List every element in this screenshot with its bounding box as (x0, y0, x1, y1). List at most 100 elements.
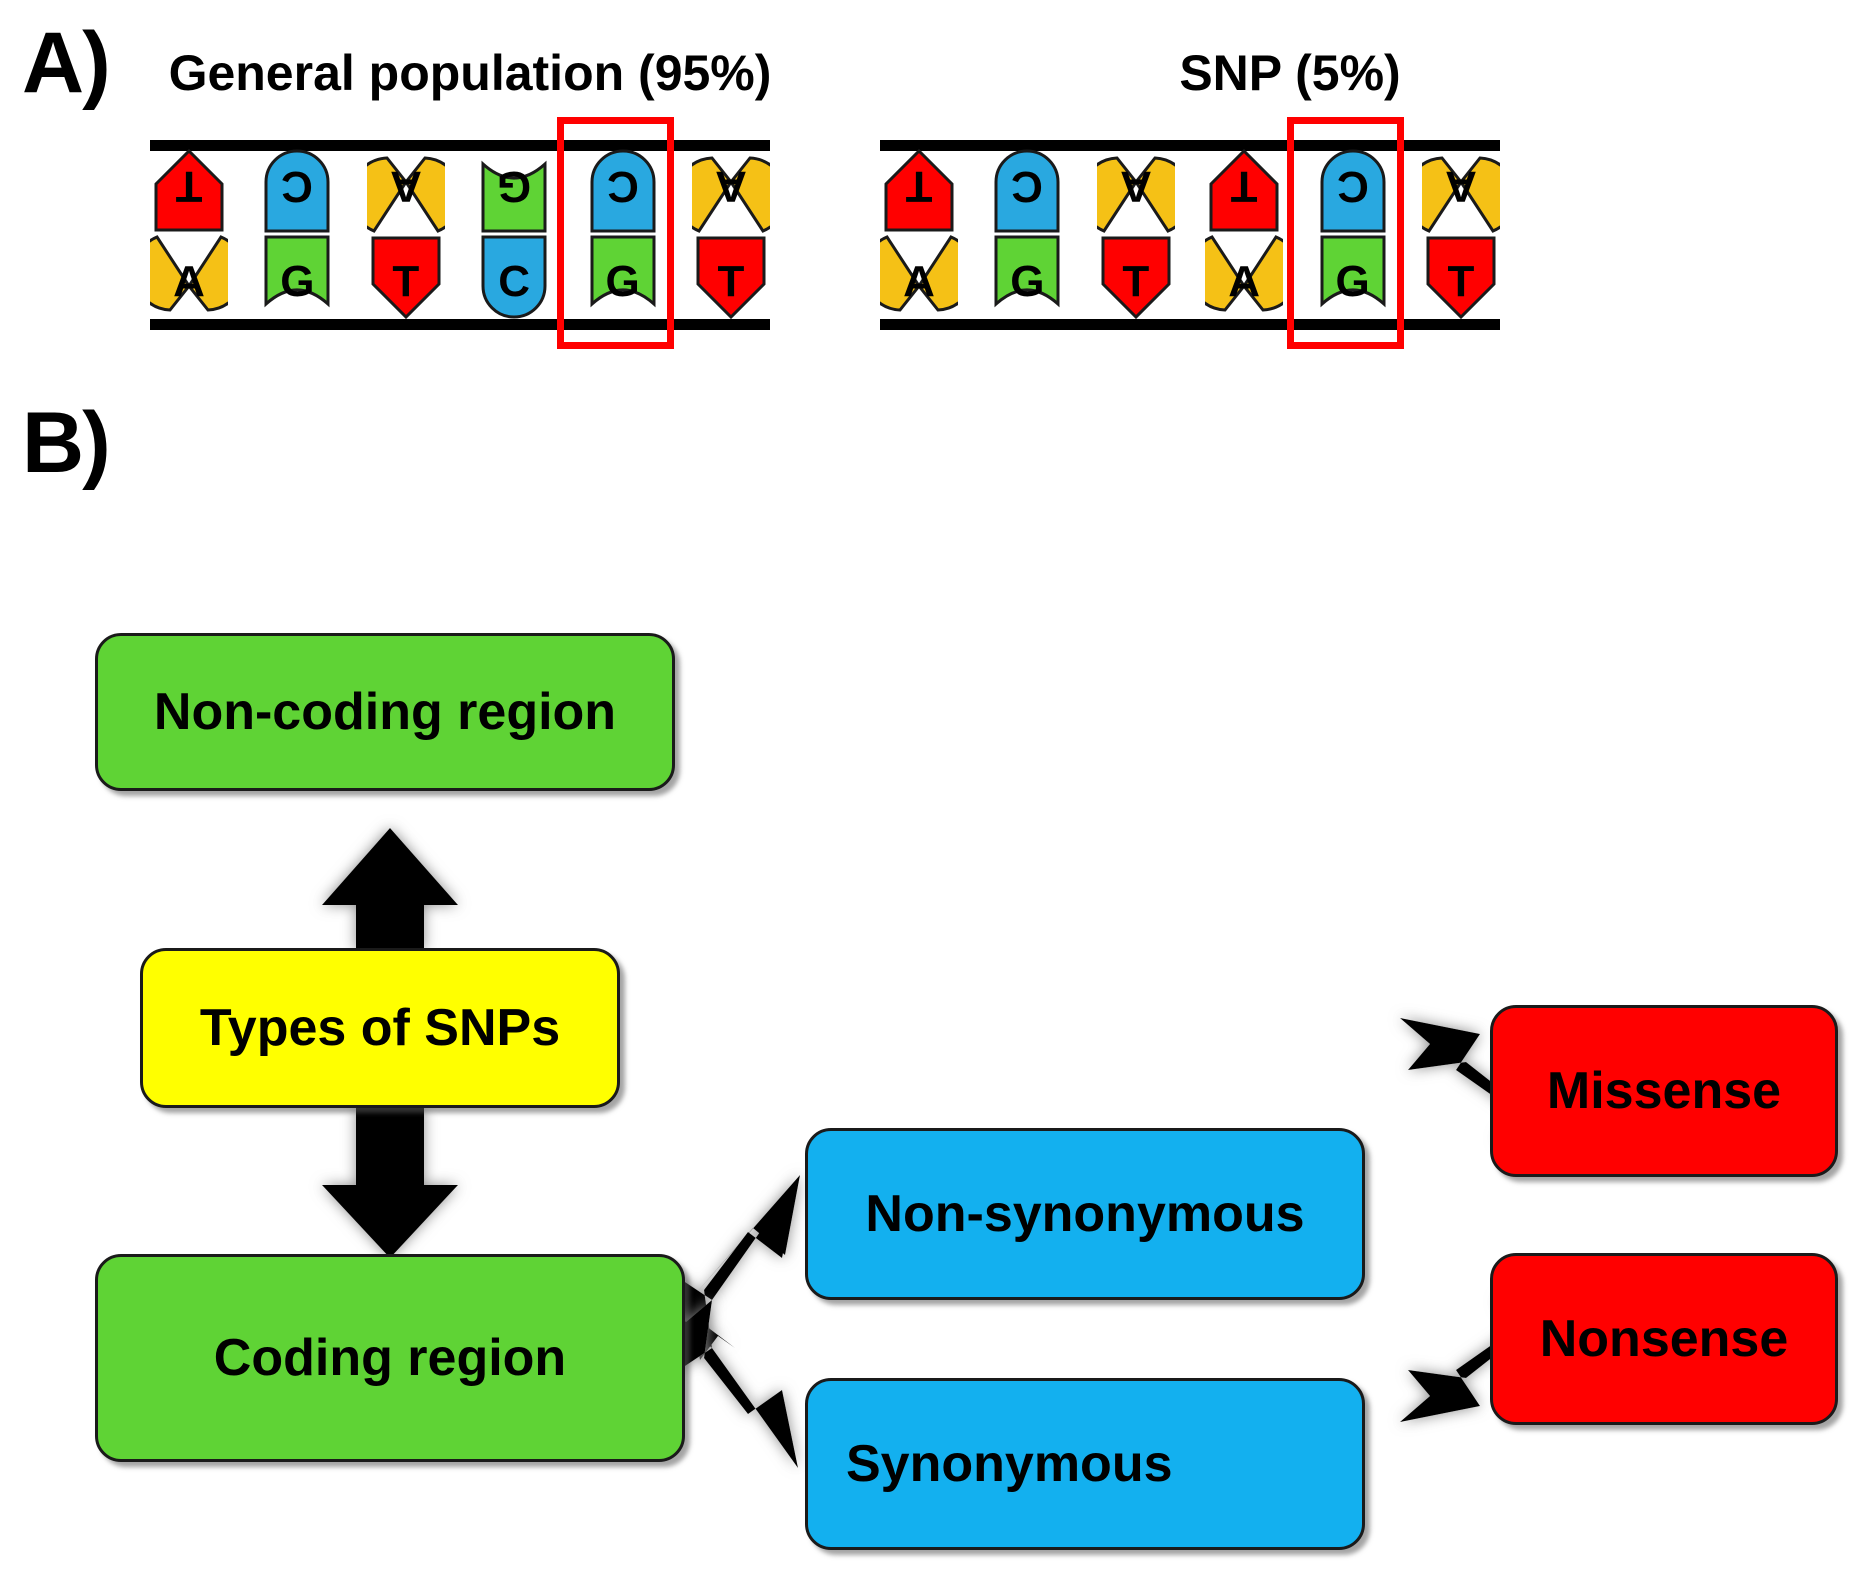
dna-base-shape-a-icon (366, 148, 445, 234)
dna-base-letter: T (175, 162, 203, 211)
dna-base-shape-c-icon (258, 148, 336, 234)
dna-base-letter: G (280, 257, 315, 306)
dna-base-shape-t-icon (1097, 234, 1175, 320)
dna-base-shape-a-icon (880, 234, 958, 320)
flow-node-coding-region[interactable]: Coding region (95, 1254, 685, 1462)
dna-backbone-bottom (150, 319, 770, 330)
dna-base-a: A (1205, 234, 1284, 320)
dna-base-t: T (150, 148, 228, 234)
dna-base-shape-c-icon (1314, 148, 1392, 234)
dna-base-letter: T (905, 162, 933, 211)
flow-node-label: Non-coding region (153, 682, 617, 741)
dna-base-t: T (1422, 234, 1500, 320)
dna-base-letter: A (173, 257, 205, 306)
dna-base-c: C (475, 234, 553, 320)
dna-base-shape-g-icon (475, 148, 553, 234)
dna-backbone-bottom (880, 319, 1500, 330)
dna-base-shape-a-icon (1421, 148, 1500, 234)
dna-base-shape-a-icon (150, 234, 228, 320)
dna-base-shape-c-icon (475, 234, 553, 320)
dna-base-letter: G (497, 162, 532, 211)
arrow-types-to-coding (322, 1108, 458, 1258)
dna-backbone-top (880, 140, 1500, 151)
dna-base-letter: T (717, 257, 745, 306)
flow-node-synonymous[interactable]: Synonymous (805, 1378, 1365, 1550)
dna-base-g: G (584, 234, 662, 320)
dna-base-letter: A (1228, 257, 1261, 306)
dna-base-shape-a-icon (691, 148, 770, 234)
dna-base-letter: T (1447, 257, 1475, 306)
dna-base-letter: C (1011, 162, 1044, 211)
flow-node-non-coding-region[interactable]: Non-coding region (95, 633, 675, 791)
dna-base-shape-c-icon (988, 148, 1066, 234)
arrow-types-to-noncoding (322, 828, 458, 950)
dna-base-t: T (1097, 234, 1175, 320)
dna-base-shape-t-icon (1205, 148, 1283, 234)
flow-node-label: Missense (1546, 1061, 1782, 1120)
dna-base-c: C (258, 148, 336, 234)
dna-base-t: T (880, 148, 958, 234)
dna-base-shape-g-icon (584, 234, 662, 320)
dna-base-a: A (1096, 148, 1175, 234)
dna-base-g: G (475, 148, 553, 234)
panel-b-letter: B) (22, 395, 111, 491)
dna-base-letter: A (389, 162, 422, 211)
flow-node-label: Synonymous (846, 1434, 1173, 1493)
dna-base-letter: A (715, 162, 747, 211)
dna-base-g: G (1314, 234, 1392, 320)
dna-base-letter: G (1335, 257, 1370, 306)
flow-node-label: Non-synonymous (865, 1184, 1305, 1243)
flow-node-non-synonymous[interactable]: Non-synonymous (805, 1128, 1365, 1300)
general-population-title: General population (95%) (168, 45, 772, 101)
dna-base-shape-g-icon (258, 234, 336, 320)
dna-base-a: A (1421, 148, 1500, 234)
dna-base-letter: T (1230, 162, 1258, 211)
flow-node-label: Coding region (213, 1328, 567, 1387)
dna-base-g: G (988, 234, 1066, 320)
dna-base-shape-g-icon (1314, 234, 1392, 320)
dna-base-a: A (366, 148, 445, 234)
dna-base-letter: T (1122, 257, 1150, 306)
dna-base-letter: T (392, 257, 420, 306)
dna-base-letter: G (605, 257, 640, 306)
dna-backbone-top (150, 140, 770, 151)
dna-base-letter: G (1010, 257, 1045, 306)
dna-base-letter: A (1445, 162, 1477, 211)
dna-base-t: T (692, 234, 770, 320)
dna-base-t: T (367, 234, 445, 320)
snp-highlight-box-snp (1287, 117, 1404, 349)
dna-base-t: T (1205, 148, 1283, 234)
dna-base-letter: C (281, 162, 314, 211)
dna-base-a: A (691, 148, 770, 234)
dna-base-c: C (584, 148, 662, 234)
panel-a-letter: A) (22, 15, 111, 111)
dna-base-shape-t-icon (692, 234, 770, 320)
dna-base-shape-a-icon (1096, 148, 1175, 234)
dna-base-shape-t-icon (880, 148, 958, 234)
dna-base-shape-c-icon (584, 148, 662, 234)
dna-base-shape-t-icon (150, 148, 228, 234)
flow-node-label: Types of SNPs (199, 998, 561, 1057)
flow-node-label: Nonsense (1539, 1309, 1789, 1368)
dna-base-g: G (258, 234, 336, 320)
dna-base-letter: A (903, 257, 935, 306)
flow-node-types-of-snps[interactable]: Types of SNPs (140, 948, 620, 1108)
dna-base-shape-a-icon (1205, 234, 1284, 320)
dna-base-shape-t-icon (1422, 234, 1500, 320)
snp-highlight-box-general (557, 117, 674, 349)
dna-base-shape-t-icon (367, 234, 445, 320)
snp-title: SNP (5%) (1179, 45, 1401, 101)
dna-base-a: A (150, 234, 228, 320)
flow-node-missense[interactable]: Missense (1490, 1005, 1838, 1177)
dna-base-c: C (1314, 148, 1392, 234)
dna-base-letter: C (498, 257, 531, 306)
flow-node-nonsense[interactable]: Nonsense (1490, 1253, 1838, 1425)
dna-base-a: A (880, 234, 958, 320)
